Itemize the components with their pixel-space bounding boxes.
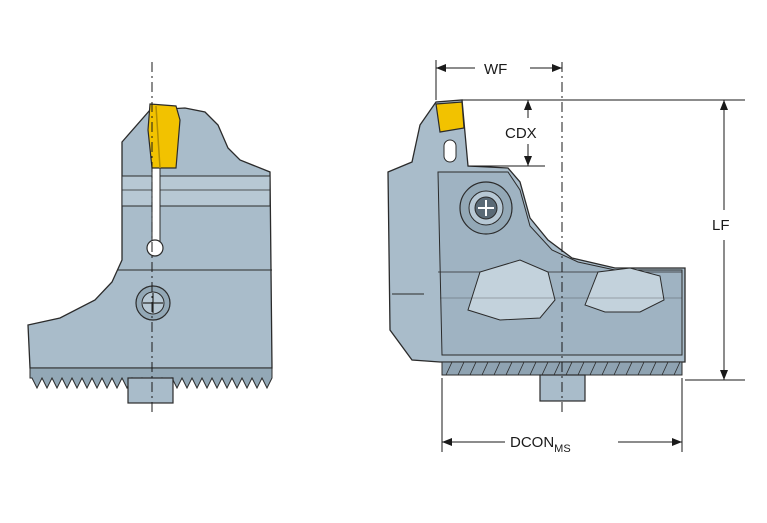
- left-view: [27, 62, 273, 412]
- label-dcon-sub: MS: [554, 443, 571, 455]
- label-wf: WF: [484, 61, 507, 78]
- right-insert: [435, 101, 465, 133]
- left-insert: [147, 103, 181, 169]
- left-pilot: [127, 377, 174, 404]
- label-lf: LF: [712, 217, 730, 234]
- label-dcon: DCONMS: [510, 434, 571, 455]
- right-view: [387, 62, 686, 412]
- left-band: [121, 175, 271, 207]
- right-bump-2: [584, 267, 665, 313]
- left-slot: [151, 164, 161, 244]
- right-bump-1: [467, 259, 556, 321]
- label-dcon-main: DCON: [510, 434, 554, 451]
- left-hole: [146, 239, 164, 257]
- right-small-hole: [443, 139, 457, 163]
- label-cdx: CDX: [505, 125, 537, 142]
- dimensions: [435, 60, 745, 452]
